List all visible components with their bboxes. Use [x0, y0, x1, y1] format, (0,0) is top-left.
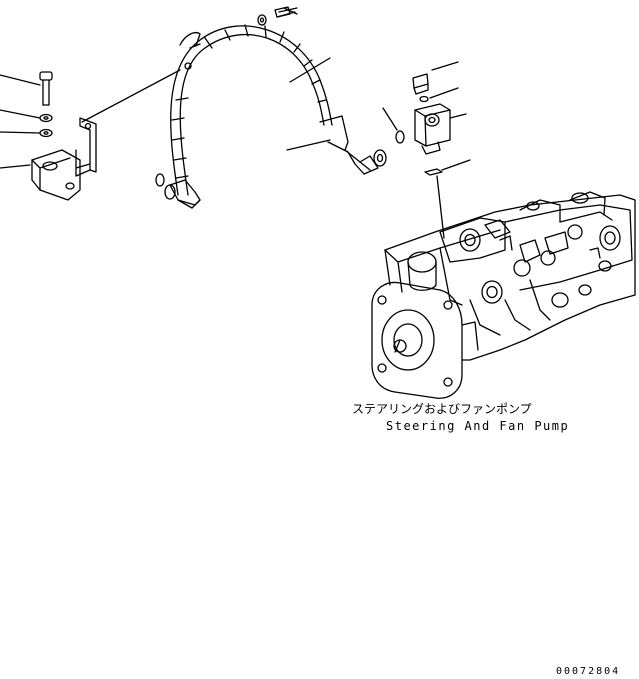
washer-top — [257, 14, 267, 26]
washer-left-2 — [39, 128, 53, 138]
leader-line-pump — [436, 175, 445, 239]
caption-english: Steering And Fan Pump — [386, 419, 570, 433]
leader-lines-left — [0, 69, 181, 169]
gasket — [424, 159, 471, 176]
steering-fan-pump — [371, 191, 636, 399]
bracket — [75, 117, 97, 177]
plug — [412, 61, 459, 95]
tee-fitting — [414, 103, 467, 155]
clamp-block — [31, 149, 81, 201]
leader-lines-hose — [286, 57, 398, 151]
o-ring-plug — [419, 87, 459, 103]
washer-left-1 — [39, 113, 53, 123]
o-ring-hose — [395, 130, 405, 144]
bolt-left — [39, 71, 53, 106]
document-code: 00072804 — [556, 666, 621, 677]
bolt-top — [274, 6, 298, 18]
o-ring-left — [155, 173, 165, 187]
caption-japanese: ステアリングおよびファンポンプ — [352, 402, 532, 416]
hose-assembly — [164, 24, 387, 209]
